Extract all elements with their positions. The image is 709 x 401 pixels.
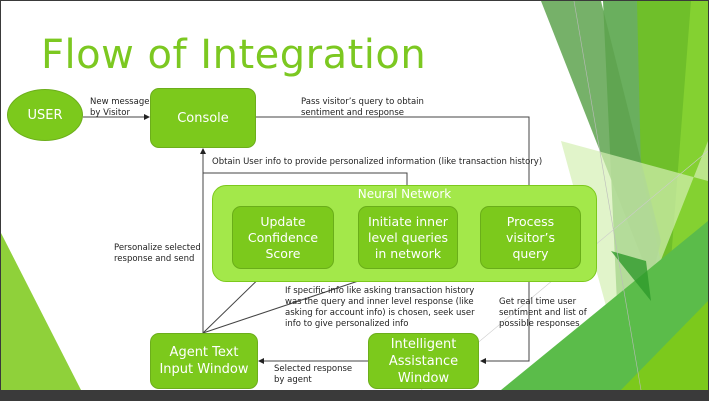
module-process-query: Process visitor’s query bbox=[480, 206, 581, 269]
deco-shape bbox=[621, 301, 708, 390]
deco-shape bbox=[1, 233, 81, 390]
node-console: Console bbox=[150, 88, 256, 148]
node-intelligent-assistance: Intelligent Assistance Window bbox=[368, 333, 479, 389]
background-decoration bbox=[1, 1, 708, 390]
deco-shape bbox=[501, 221, 708, 390]
label-real-time: Get real time user sentiment and list of… bbox=[499, 297, 587, 329]
label-pass-query: Pass visitor’s query to obtain sentiment… bbox=[301, 97, 424, 118]
module-initiate-inner-queries: Initiate inner level queries in network bbox=[358, 206, 458, 269]
slide: Flow of Integration USER Console Neural … bbox=[1, 1, 708, 390]
node-agent-text-input: Agent Text Input Window bbox=[150, 333, 258, 389]
label-personalize: Personalize selected response and send bbox=[114, 243, 201, 264]
label-specific-info: If specific info like asking transaction… bbox=[285, 286, 475, 329]
module-update-confidence: Update Confidence Score bbox=[232, 206, 334, 269]
deco-line bbox=[573, 1, 642, 390]
label-obtain-user-info: Obtain User info to provide personalized… bbox=[212, 157, 543, 167]
neural-network-label: Neural Network bbox=[357, 187, 452, 201]
deco-shape bbox=[611, 251, 651, 301]
label-new-message: New message by Visitor bbox=[90, 97, 150, 118]
node-user: USER bbox=[7, 89, 83, 141]
label-selected-response: Selected response by agent bbox=[274, 364, 353, 385]
edge-console-process bbox=[255, 116, 532, 214]
neural-network-group: Neural Network Update Confidence Score I… bbox=[212, 185, 597, 282]
deco-shape bbox=[561, 141, 708, 361]
edge-process-intelligent bbox=[480, 265, 530, 364]
slide-title: Flow of Integration bbox=[41, 32, 427, 78]
